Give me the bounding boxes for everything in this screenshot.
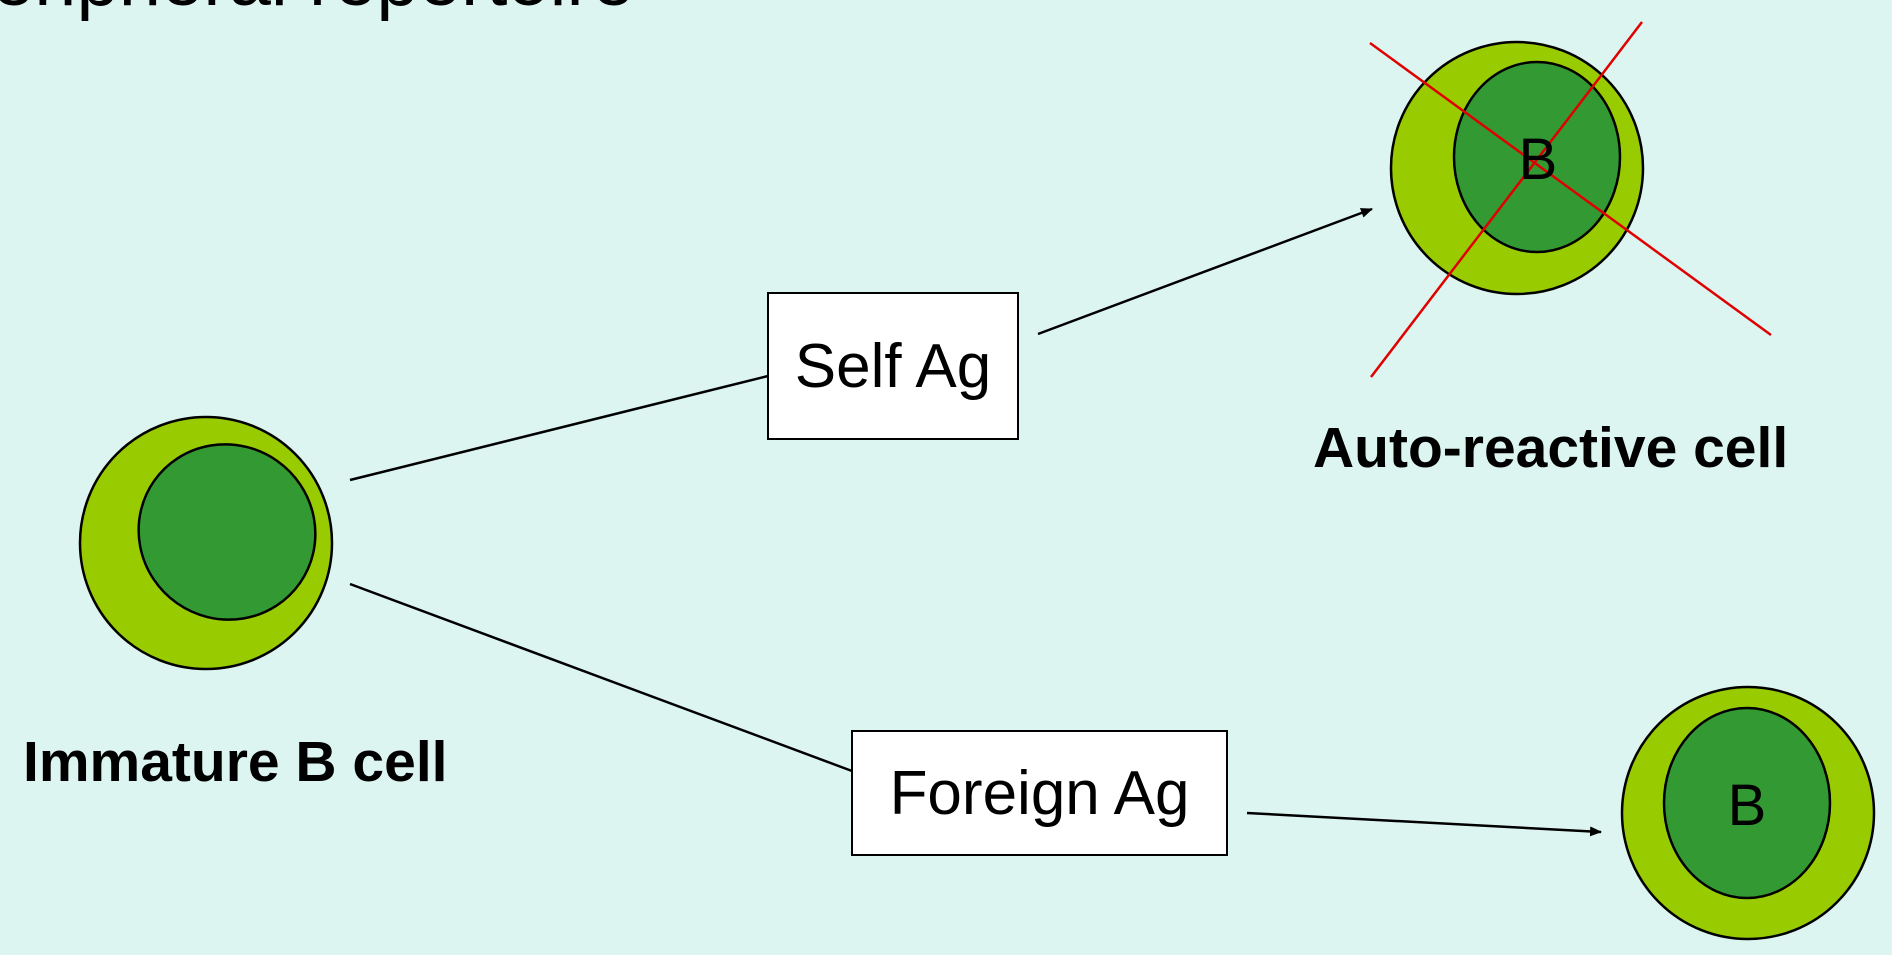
autoreactive-b-cell: [1389, 40, 1645, 296]
immature-cell-caption: Immature B cell: [23, 730, 448, 794]
self-ag-box: Self Ag: [767, 292, 1019, 440]
rejection-cross: [1369, 21, 1772, 378]
slide-title: eripheral repertoire: [0, 0, 634, 18]
connector-immature-to-self-ag: [349, 374, 769, 482]
self-ag-label: Self Ag: [794, 331, 992, 401]
immature-b-cell: [78, 415, 334, 671]
arrow-self-ag-to-autoreactive: [1037, 207, 1373, 336]
mature-b-cell: [1620, 685, 1876, 941]
foreign-ag-box: Foreign Ag: [851, 730, 1228, 856]
arrow-foreign-ag-to-mature: [1246, 811, 1602, 837]
mature-cell-letter: B: [1727, 773, 1767, 838]
autoreactive-cell-caption: Auto-reactive cell: [1313, 416, 1789, 480]
connector-immature-to-foreign-ag: [349, 582, 853, 773]
autoreactive-cell-letter: B: [1518, 127, 1558, 192]
foreign-ag-label: Foreign Ag: [889, 758, 1190, 828]
